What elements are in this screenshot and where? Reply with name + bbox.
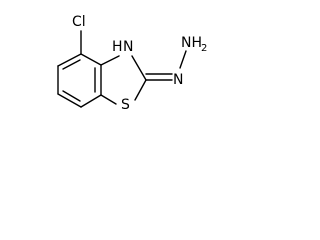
structure-diagram: Cl H N S N NH 2	[57, 14, 207, 113]
bond-c6-c7	[57, 93, 82, 108]
amino-subscript-label: 2	[201, 43, 207, 54]
amino-nh-label: NH	[181, 35, 202, 51]
bond-n-nh2	[179, 50, 187, 69]
thiazole-ring	[100, 55, 147, 105]
chlorine-label: Cl	[72, 14, 86, 30]
imine-nitrogen-label: N	[173, 72, 183, 88]
benzene-ring	[57, 53, 102, 108]
double-bond-c6-c7	[62, 90, 81, 102]
bond-c2-s1	[134, 79, 147, 101]
bond-c3a-n3	[100, 55, 120, 66]
ring-nh-h-label: H	[112, 39, 123, 55]
bond-c4-c5	[57, 53, 82, 67]
double-bond-c4-c5	[62, 59, 81, 70]
sulfur-label: S	[121, 97, 130, 113]
bond-c7-c7a	[80, 94, 102, 108]
bond-n3-c2	[131, 55, 147, 81]
ring-nh-n-label: N	[123, 39, 133, 55]
bond-s1-c7a	[100, 94, 117, 105]
bond-c3a-c4	[80, 53, 102, 66]
